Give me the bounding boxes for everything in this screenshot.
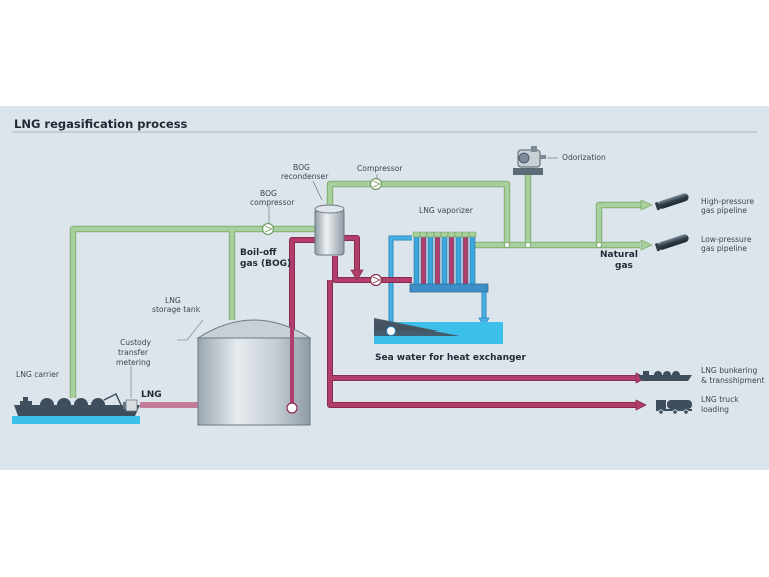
label-custody-2: transfer <box>118 348 149 357</box>
label-custody-1: Custody <box>120 338 152 347</box>
gas-pipes <box>69 175 653 398</box>
sea-water-basin <box>374 318 503 344</box>
label-bog-recondenser-1: BOG <box>293 163 310 172</box>
label-lng-flow: LNG <box>141 390 162 400</box>
vaporizer-icon <box>409 231 489 293</box>
label-boil-off-1: Boil-off <box>240 248 277 258</box>
compressor-icon <box>369 177 383 191</box>
labels: Odorization Compressor BOG recondenser B… <box>16 153 764 414</box>
label-bunkering-2: & transshipment <box>701 376 764 385</box>
bog-compressor-icon <box>261 222 275 236</box>
label-bog-recondenser-2: recondenser <box>281 172 329 181</box>
pipeline-icon <box>654 193 689 252</box>
label-truck-1: LNG truck <box>701 395 739 404</box>
label-lp-pipeline-2: gas pipeline <box>701 244 747 253</box>
label-storage-tank-2: storage tank <box>152 305 201 314</box>
label-storage-tank-1: LNG <box>165 296 181 305</box>
label-sea-water: Sea water for heat exchanger <box>375 353 527 363</box>
bog-recondenser-vessel <box>314 204 345 256</box>
label-hp-pipeline-1: High-pressure <box>701 197 754 206</box>
truck-icon <box>656 400 692 415</box>
label-lng-carrier: LNG carrier <box>16 370 60 379</box>
label-natural-gas-2: gas <box>615 261 633 271</box>
lng-pump-icon <box>369 273 383 287</box>
leader-lines <box>130 157 558 398</box>
label-hp-pipeline-2: gas pipeline <box>701 206 747 215</box>
label-boil-off-2: gas (BOG) <box>240 259 291 269</box>
label-odorization: Odorization <box>562 153 606 162</box>
ship-icon <box>12 392 140 424</box>
label-compressor: Compressor <box>357 164 403 173</box>
bunkering-ship-icon <box>638 371 692 381</box>
label-custody-3: metering <box>116 358 151 367</box>
tank-icon <box>196 319 312 426</box>
meter-icon <box>123 399 138 412</box>
label-truck-2: loading <box>701 405 729 414</box>
diagram-title: LNG regasification process <box>14 117 188 131</box>
odorizer-icon <box>513 146 546 175</box>
label-lp-pipeline-1: Low-pressure <box>701 235 752 244</box>
label-bog-compressor-2: compressor <box>250 198 295 207</box>
label-bog-compressor-1: BOG <box>260 189 277 198</box>
label-natural-gas-1: Natural <box>600 250 638 260</box>
label-lng-vaporizer: LNG vaporizer <box>419 206 474 215</box>
label-bunkering-1: LNG bunkering <box>701 366 757 375</box>
